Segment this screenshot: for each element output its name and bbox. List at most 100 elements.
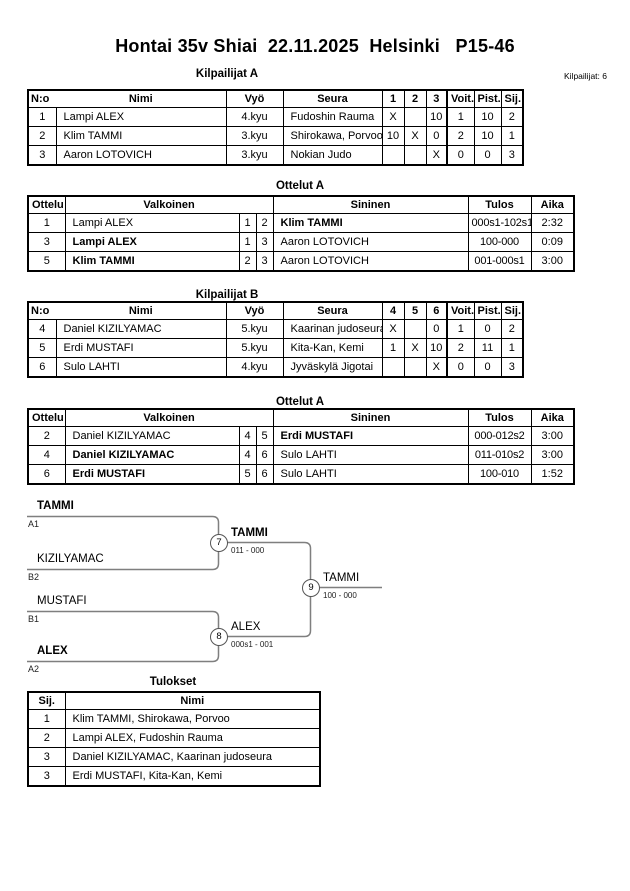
cell-name: Daniel KIZILYAMAC, Kaarinan judoseura: [64, 747, 321, 767]
cell-white-name: Lampi ALEX: [64, 232, 240, 252]
bracket-winner-name: ALEX: [231, 621, 261, 633]
cell-match-no: 5: [27, 251, 66, 272]
cell-blue-no: 3: [255, 232, 274, 252]
cell-blue-name: Erdi MUSTAFI: [272, 426, 469, 446]
bracket-match-score: 000s1 - 001: [231, 640, 274, 649]
table-row: 1 Klim TAMMI, Shirokawa, Porvoo: [27, 709, 321, 729]
cell-no: 1: [27, 107, 57, 127]
cell-blue-name: Sulo LAHTI: [272, 464, 469, 485]
col-header-place: Sij.: [27, 691, 66, 710]
pool-a-title: Kilpailijat A: [195, 68, 259, 80]
bracket-seed-tag: A1: [28, 519, 40, 529]
col-header-result: Tulos: [467, 408, 532, 427]
cell-blue-no: 6: [255, 464, 274, 485]
col-header-name: Nimi: [56, 89, 227, 108]
cell-time: 3:00: [530, 445, 575, 465]
cell-result: 000s1-102s1: [467, 213, 532, 233]
cell-match-no: 3: [27, 232, 66, 252]
cell-wins: 1: [446, 107, 475, 127]
table-row: 6 Sulo LAHTI 4.kyu Jyväskylä Jigotai X 0…: [27, 357, 524, 378]
results-table: Sij. Nimi 1 Klim TAMMI, Shirokawa, Porvo…: [27, 691, 321, 787]
cell-white-no: 4: [238, 445, 257, 465]
competitors-count: Kilpailijat: 6: [564, 71, 607, 81]
pool-a-table: N:o Nimi Vyö Seura 1 2 3 Voit. Pist. Sij…: [27, 89, 524, 166]
col-header-time: Aika: [530, 195, 575, 214]
matches-b-title: Ottelut A: [275, 396, 325, 408]
cell-no: 2: [27, 126, 57, 146]
page-title: Hontai 35v Shiai 22.11.2025 Helsinki P15…: [115, 36, 515, 56]
pool-b-title: Kilpailijat B: [195, 289, 259, 301]
bracket-match-score: 011 - 000: [231, 546, 265, 555]
cell-result: 011-010s2: [467, 445, 532, 465]
cell-name: Aaron LOTOVICH: [55, 145, 227, 166]
cell-blue-no: 2: [255, 213, 274, 233]
table-row: 2 Daniel KIZILYAMAC 4 5 Erdi MUSTAFI 000…: [27, 426, 575, 446]
col-header-2: 2: [403, 89, 427, 108]
cell-blue-name: Klim TAMMI: [272, 213, 469, 233]
cell-club: Jyväskylä Jigotai: [282, 357, 383, 378]
cell-score-3: 10: [425, 338, 448, 358]
cell-points: 0: [473, 357, 502, 378]
cell-name: Klim TAMMI: [55, 126, 227, 146]
cell-name: Lampi ALEX, Fudoshin Rauma: [64, 728, 321, 748]
col-header-time: Aika: [530, 408, 575, 427]
col-header-6: 6: [425, 301, 448, 320]
table-row: 6 Erdi MUSTAFI 5 6 Sulo LAHTI 100-010 1:…: [27, 464, 575, 485]
cell-place: 2: [27, 728, 66, 748]
cell-match-no: 1: [27, 213, 66, 233]
results-title: Tulokset: [149, 676, 197, 688]
cell-name: Sulo LAHTI: [55, 357, 227, 378]
col-header-3: 3: [425, 89, 448, 108]
cell-score-1: [381, 145, 405, 166]
cell-name: Lampi ALEX: [55, 107, 227, 127]
cell-time: 2:32: [530, 213, 575, 233]
table-row: 1 Lampi ALEX 4.kyu Fudoshin Rauma X 10 1…: [27, 107, 524, 127]
table-row: 4 Daniel KIZILYAMAC 5.kyu Kaarinan judos…: [27, 319, 524, 339]
table-row: 2 Lampi ALEX, Fudoshin Rauma: [27, 728, 321, 748]
cell-white-name: Daniel KIZILYAMAC: [64, 426, 240, 446]
bracket-seed-name: TAMMI: [37, 500, 74, 512]
col-header-4: 4: [381, 301, 405, 320]
cell-belt: 4.kyu: [225, 357, 284, 378]
results-header-row: Sij. Nimi: [27, 691, 321, 710]
cell-place: 2: [500, 107, 524, 127]
cell-belt: 4.kyu: [225, 107, 284, 127]
cell-place: 1: [500, 338, 524, 358]
cell-wins: 2: [446, 338, 475, 358]
cell-score-2: [403, 107, 427, 127]
cell-white-name: Erdi MUSTAFI: [64, 464, 240, 485]
cell-blue-name: Sulo LAHTI: [272, 445, 469, 465]
cell-wins: 0: [446, 145, 475, 166]
cell-wins: 1: [446, 319, 475, 339]
table-row: 3 Aaron LOTOVICH 3.kyu Nokian Judo X 0 0…: [27, 145, 524, 166]
pool-b-header-row: N:o Nimi Vyö Seura 4 5 6 Voit. Pist. Sij…: [27, 301, 524, 320]
col-header-blue: Sininen: [272, 408, 469, 427]
table-row: 3 Erdi MUSTAFI, Kita-Kan, Kemi: [27, 766, 321, 787]
matches-b-header-row: Ottelu Valkoinen Sininen Tulos Aika: [27, 408, 575, 427]
col-header-wins: Voit.: [446, 301, 475, 320]
cell-place: 3: [27, 747, 66, 767]
cell-points: 10: [473, 107, 502, 127]
col-header-match: Ottelu: [27, 195, 66, 214]
cell-club: Kaarinan judoseura: [282, 319, 383, 339]
bracket-match-circle-9: 9: [302, 579, 320, 597]
col-header-belt: Vyö: [225, 89, 284, 108]
cell-place: 3: [500, 357, 524, 378]
cell-belt: 3.kyu: [225, 126, 284, 146]
cell-time: 3:00: [530, 426, 575, 446]
cell-wins: 0: [446, 357, 475, 378]
cell-white-no: 2: [238, 251, 257, 272]
cell-score-3: 0: [425, 126, 448, 146]
cell-place: 2: [500, 319, 524, 339]
cell-club: Nokian Judo: [282, 145, 383, 166]
col-header-points: Pist.: [473, 301, 502, 320]
cell-result: 100-010: [467, 464, 532, 485]
cell-blue-no: 5: [255, 426, 274, 446]
cell-score-3: X: [425, 145, 448, 166]
col-header-blue: Sininen: [272, 195, 469, 214]
cell-white-name: Klim TAMMI: [64, 251, 240, 272]
bracket-match-circle-8: 8: [210, 628, 228, 646]
cell-club: Fudoshin Rauma: [282, 107, 383, 127]
cell-place: 3: [27, 766, 66, 787]
cell-score-2: [403, 145, 427, 166]
